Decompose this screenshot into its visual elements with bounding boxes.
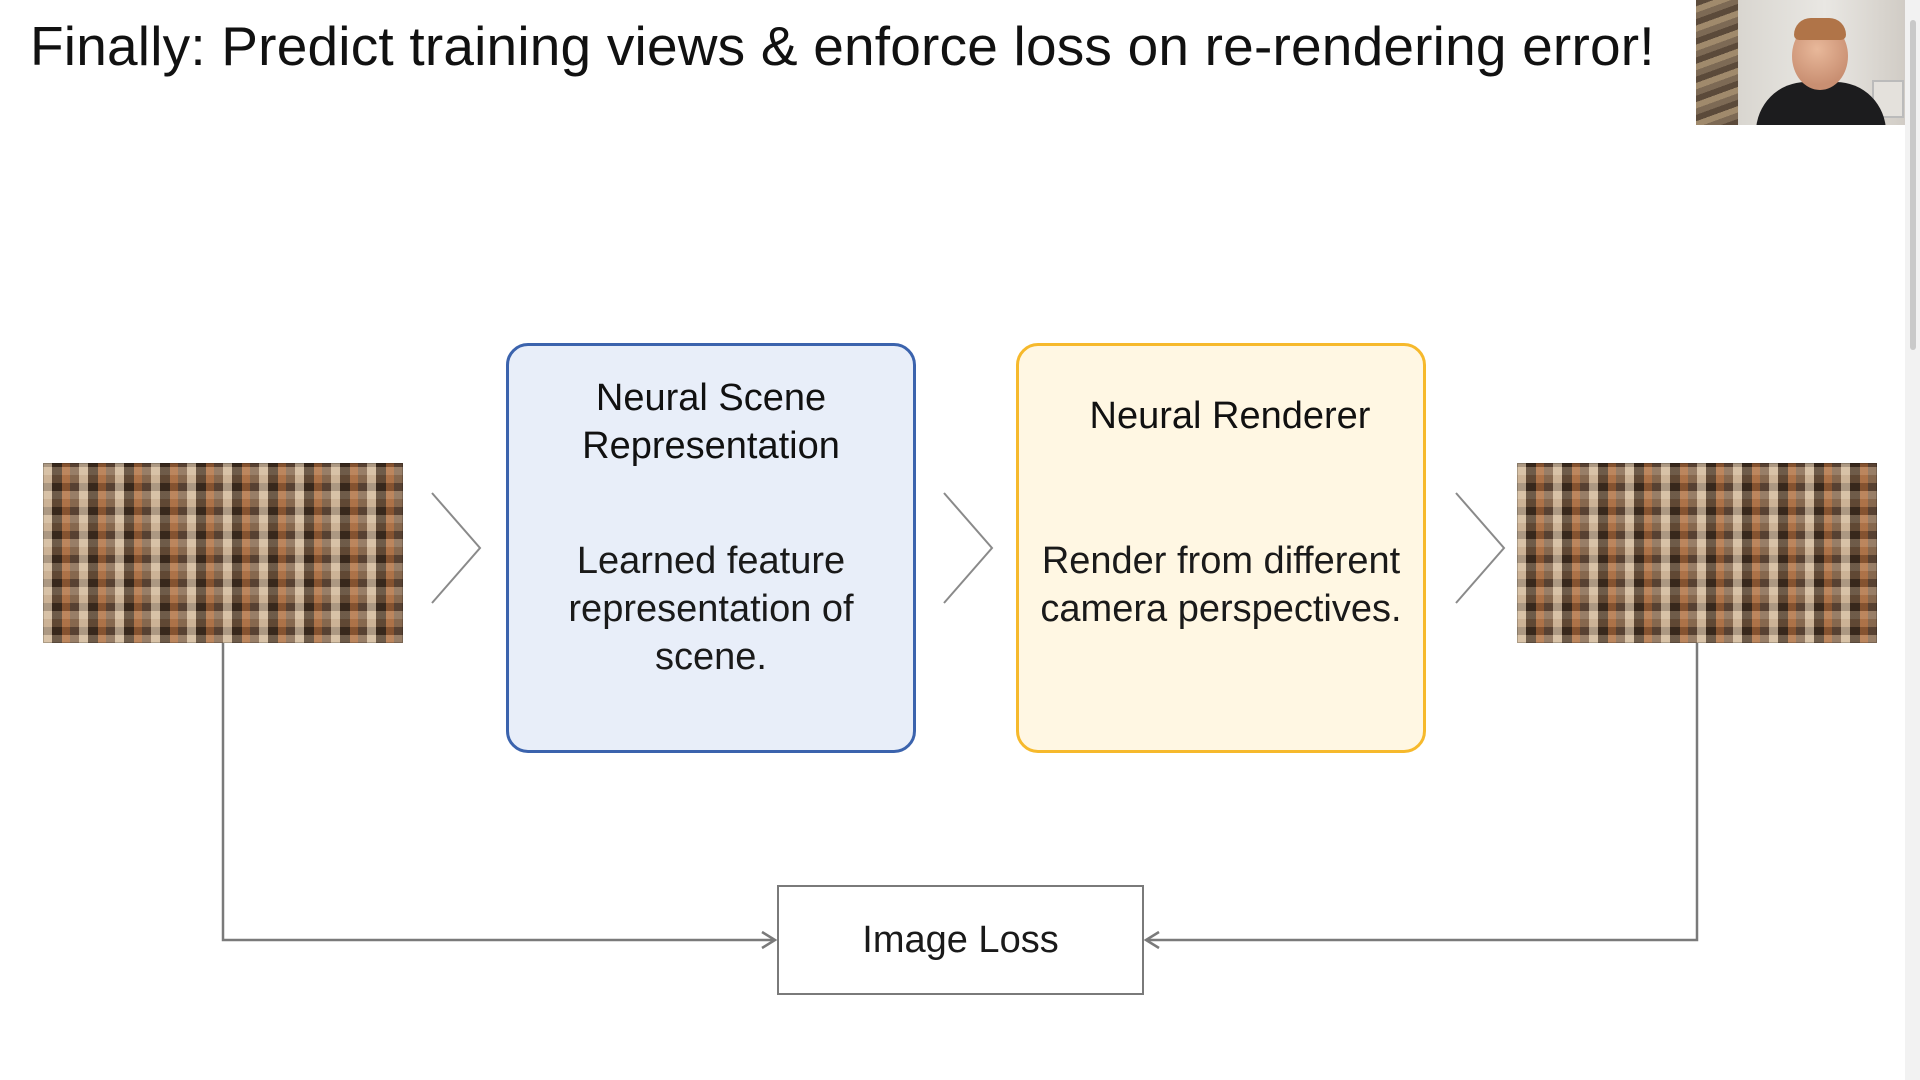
right-arrowhead-icon bbox=[1143, 930, 1160, 950]
neural-renderer-card: Neural Renderer Render from different ca… bbox=[1016, 343, 1426, 753]
webcam-background-wall bbox=[1696, 0, 1738, 125]
scrollbar-track[interactable] bbox=[1905, 0, 1920, 1080]
flow-arrow-2-icon bbox=[943, 492, 994, 604]
image-loss-box: Image Loss bbox=[777, 885, 1144, 995]
webcam-video-thumbnail[interactable] bbox=[1696, 0, 1911, 125]
webcam-person-hair bbox=[1794, 18, 1846, 40]
scene-card-title-line2: Representation bbox=[582, 425, 840, 467]
scene-card-title-line1: Neural Scene bbox=[595, 377, 827, 419]
slide-title: Finally: Predict training views & enforc… bbox=[30, 15, 1655, 77]
flow-arrow-1-icon bbox=[431, 492, 482, 604]
output-image-mosaic bbox=[1517, 463, 1877, 643]
renderer-card-title: Neural Renderer bbox=[1089, 395, 1371, 437]
image-loss-label: Image Loss bbox=[862, 918, 1059, 961]
scene-card-body-line3: scene. bbox=[655, 636, 767, 678]
flow-arrow-3-icon bbox=[1455, 492, 1506, 604]
scrollbar-thumb[interactable] bbox=[1910, 20, 1916, 350]
left-arrowhead-icon bbox=[761, 930, 778, 950]
renderer-card-body-line2: camera perspectives. bbox=[1040, 588, 1402, 630]
input-image-mosaic bbox=[43, 463, 403, 643]
right-loss-connector bbox=[1148, 643, 1699, 942]
left-loss-connector bbox=[221, 643, 773, 942]
scene-card-body-line1: Learned feature bbox=[576, 540, 846, 582]
renderer-card-body-line1: Render from different bbox=[1041, 540, 1401, 582]
scene-card-body-line2: representation of bbox=[568, 588, 854, 630]
neural-scene-representation-card: Neural Scene Representation Learned feat… bbox=[506, 343, 916, 753]
